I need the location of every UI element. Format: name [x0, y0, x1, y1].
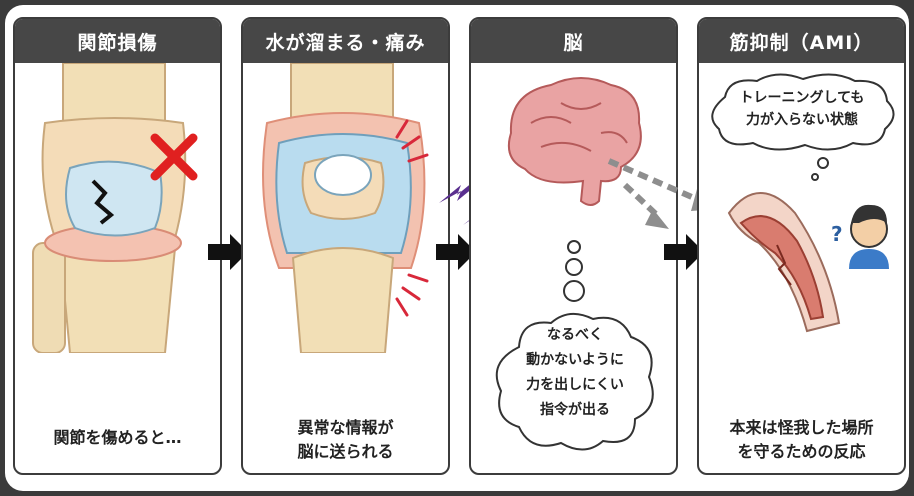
muscle-fiber: [776, 244, 792, 286]
pain-marks-icon: [395, 119, 429, 317]
thought-dot: [811, 173, 819, 181]
panel-title: 関節損傷: [15, 19, 220, 63]
brain-command-text: なるべく 動かないように 力を出しにくい 指令が出る: [489, 323, 661, 423]
knee-injury-illustration: [32, 63, 198, 353]
panel-swelling-pain: 水が溜まる・痛み 異常な情報が 脳に送られる: [241, 17, 450, 475]
panel-caption: 関節を傷めると…: [15, 426, 220, 450]
muscle-illustration: ?: [727, 157, 889, 333]
caption-line: 異常な情報が: [297, 418, 394, 437]
thought-dot: [563, 280, 585, 302]
panel-title: 水が溜まる・痛み: [243, 19, 448, 63]
muscle: [739, 215, 825, 321]
brain: [507, 77, 642, 206]
worried-person-icon: [849, 204, 889, 269]
cartilage: [65, 160, 163, 237]
bubble-line: 動かないように: [526, 352, 624, 368]
bubble-line: 力を出しにくい: [526, 377, 624, 393]
caption-line: 脳に送られる: [297, 442, 394, 461]
panel-title: 脳: [471, 19, 676, 63]
panel-caption: 本来は怪我した場所 を守るための反応: [699, 416, 904, 464]
panel-brain: 脳 なるべく 動かないように 力を出しにくい 指令が出る: [469, 17, 678, 475]
right-arrow-icon: [436, 234, 476, 270]
brain-illustration: [507, 77, 642, 302]
thought-dot: [565, 258, 583, 276]
cross-mark-icon: [150, 133, 198, 181]
brain-folds: [530, 102, 628, 152]
panel-title: 筋抑制（AMI）: [699, 19, 904, 63]
panel-caption: 異常な情報が 脳に送られる: [243, 416, 448, 464]
bubble-line: 力が入らない状態: [746, 112, 858, 128]
bubble-line: なるべく: [547, 327, 603, 343]
muscle-state-text: トレーニングしても 力が入らない状態: [705, 87, 899, 131]
diagram-sheet: 関節損傷 関節を傷めると… 水が: [5, 5, 909, 491]
panel-muscle-inhibition: 筋抑制（AMI） トレーニングしても 力が入らない状態 ?: [697, 17, 906, 475]
swollen-knee-illustration: [262, 63, 429, 353]
question-mark-icon: ?: [831, 222, 843, 246]
right-arrow-icon: [208, 234, 248, 270]
fibula: [32, 242, 66, 353]
right-arrow-icon: [664, 234, 704, 270]
panel-joint-injury: 関節損傷 関節を傷めると…: [13, 17, 222, 475]
caption-line: を守るための反応: [737, 442, 866, 461]
thought-dot: [817, 157, 829, 169]
thought-bubble: [495, 312, 654, 451]
thought-bubble: [711, 73, 895, 151]
caption-line: 関節を傷めると…: [53, 428, 182, 447]
caption-line: 本来は怪我した場所: [729, 418, 874, 437]
thought-dot: [567, 240, 581, 254]
bubble-line: 指令が出る: [540, 402, 610, 418]
bubble-line: トレーニングしても: [739, 90, 865, 106]
crack-icon: [91, 179, 115, 225]
tibia: [291, 247, 395, 353]
patella: [314, 154, 372, 196]
